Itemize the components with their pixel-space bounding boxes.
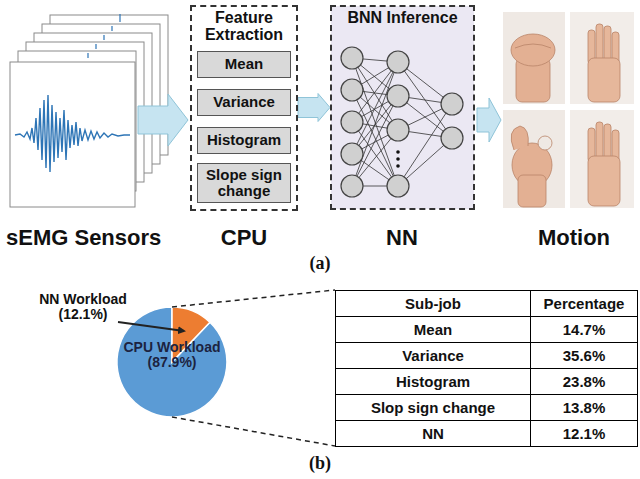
- panel-label: (a): [295, 254, 345, 274]
- stage-box: Feature ExtractionMeanVarianceHistogramS…: [190, 5, 298, 211]
- process-box: Slope sign change: [197, 163, 291, 203]
- nn-links: [352, 58, 452, 186]
- caption-label: CPU Workload (87.9%): [117, 340, 227, 371]
- caption-label: NN Workload (12.1%): [38, 292, 128, 323]
- table-cell: 35.6%: [530, 342, 638, 369]
- table-cell: Histogram: [335, 368, 531, 395]
- box-title: BNN Inference: [334, 10, 471, 27]
- fist: [511, 34, 555, 102]
- photo: [503, 12, 565, 104]
- flow-arrow: [298, 94, 330, 122]
- table-cell: Mean: [335, 316, 531, 343]
- caption-label: Motion: [515, 226, 633, 250]
- pinch-hand: [511, 126, 552, 207]
- dot: [396, 164, 400, 168]
- open-hand: [588, 122, 620, 206]
- table-cell: 14.7%: [530, 316, 638, 343]
- neuron: [387, 85, 409, 107]
- caption-label: sEMG Sensors: [6, 226, 186, 250]
- neuron: [387, 175, 409, 197]
- nn-edge: [352, 58, 452, 186]
- neuron: [441, 127, 463, 149]
- open-hand: [588, 24, 620, 102]
- neuron: [341, 47, 363, 69]
- cpu-slice: [117, 307, 227, 417]
- leader-line: [172, 290, 335, 307]
- emg-waveform: [15, 95, 130, 172]
- neuron: [341, 111, 363, 133]
- flow-arrow: [138, 94, 188, 146]
- neuron: [387, 51, 409, 73]
- stage-box: BNN Inference: [330, 5, 475, 210]
- neuron: [341, 143, 363, 165]
- bnn-ground: [331, 6, 474, 209]
- box-text: Variance: [213, 94, 275, 111]
- nn-neurons: [341, 47, 463, 197]
- process-box: Histogram: [197, 127, 291, 154]
- panel-label: (b): [295, 454, 345, 474]
- table-cell: 13.8%: [530, 394, 638, 421]
- photo: [570, 110, 634, 208]
- box-text: Histogram: [207, 132, 281, 149]
- process-box: Variance: [197, 89, 291, 116]
- box-text: Mean: [225, 56, 263, 73]
- dot: [396, 150, 400, 154]
- caption-label: NN: [357, 226, 447, 250]
- process-box: Mean: [197, 51, 291, 78]
- neuron: [441, 93, 463, 115]
- table-cell: Slop sign change: [335, 394, 531, 421]
- photo: [503, 110, 565, 208]
- photo: [570, 12, 634, 104]
- leader-line: [172, 417, 335, 446]
- neuron: [341, 79, 363, 101]
- neuron: [387, 119, 409, 141]
- box-title: Feature Extraction: [194, 10, 294, 44]
- table-header: Percentage: [530, 290, 638, 317]
- flow-arrow: [477, 98, 501, 142]
- hand-photos: [503, 12, 634, 208]
- table-cell: 23.8%: [530, 368, 638, 395]
- caption-label: CPU: [200, 226, 288, 250]
- ellipsis-dots: [396, 150, 400, 168]
- signal-spike: [88, 14, 120, 58]
- box-text: Slope sign change: [201, 167, 287, 200]
- pie-chart: [117, 307, 227, 417]
- table-cell: 12.1%: [530, 420, 638, 447]
- table-cell: Variance: [335, 342, 531, 369]
- table-header: Sub-job: [335, 290, 531, 317]
- sensor-card: [10, 62, 135, 207]
- neuron: [341, 175, 363, 197]
- dot: [396, 157, 400, 161]
- sensor-spikes: [88, 14, 120, 58]
- pointer-arrow: [118, 322, 184, 331]
- table-cell: NN: [335, 420, 531, 447]
